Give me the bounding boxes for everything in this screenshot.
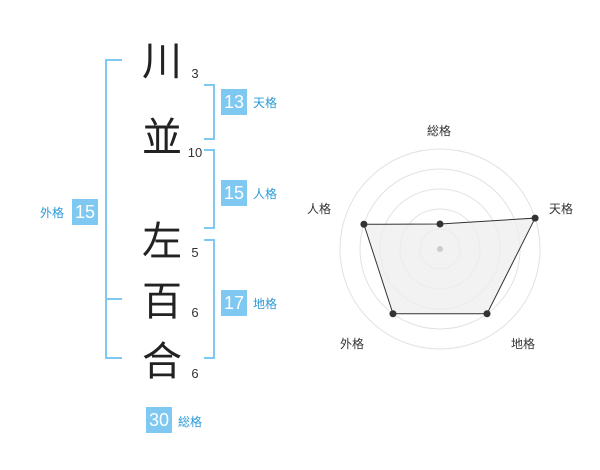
soukaku-label: 総格 [178, 415, 203, 429]
name-char-3: 左 [142, 219, 182, 265]
tenkaku-value: 13 [221, 89, 247, 115]
stroke-count-4: 6 [191, 305, 199, 320]
radar-axis-label-jinkaku: 人格 [307, 202, 332, 216]
stroke-count-3: 5 [191, 245, 199, 260]
radar-axis-label-gaikaku: 外格 [340, 337, 365, 351]
name-char-1: 川 [142, 39, 182, 85]
tenkaku-bracket [204, 84, 215, 140]
gaikaku-label: 外格 [40, 206, 65, 220]
gaikaku-bracket [105, 59, 122, 359]
jinkaku-value: 15 [221, 180, 247, 206]
jinkaku-label: 人格 [253, 187, 278, 201]
tenkaku-label: 天格 [253, 96, 278, 110]
soukaku-value: 30 [146, 407, 172, 433]
name-char-2: 並 [142, 115, 182, 161]
chikaku-bracket [204, 239, 215, 359]
jinkaku-bracket [204, 149, 215, 229]
radar-point-4 [360, 220, 368, 228]
stroke-count-1: 3 [191, 66, 199, 81]
radar-point-2 [483, 310, 491, 318]
radar-point-1 [531, 214, 539, 222]
name-char-5: 合 [142, 339, 182, 385]
radar-point-3 [389, 310, 397, 318]
radar-axis-label-chikaku: 地格 [511, 337, 536, 351]
radar-axis-label-soukaku: 総格 [427, 124, 452, 138]
stroke-count-2: 10 [187, 145, 203, 160]
radar-axis-label-tenkaku: 天格 [549, 202, 574, 216]
radar-ring [339, 148, 541, 350]
stroke-count-5: 6 [191, 366, 199, 381]
name-char-4: 百 [142, 279, 182, 325]
gaikaku-value: 15 [72, 199, 98, 225]
radar-series-polygon [363, 217, 536, 315]
radar-center-dot [437, 246, 443, 252]
chikaku-label: 地格 [253, 297, 278, 311]
chikaku-value: 17 [221, 290, 247, 316]
radar-point-0 [436, 220, 444, 228]
